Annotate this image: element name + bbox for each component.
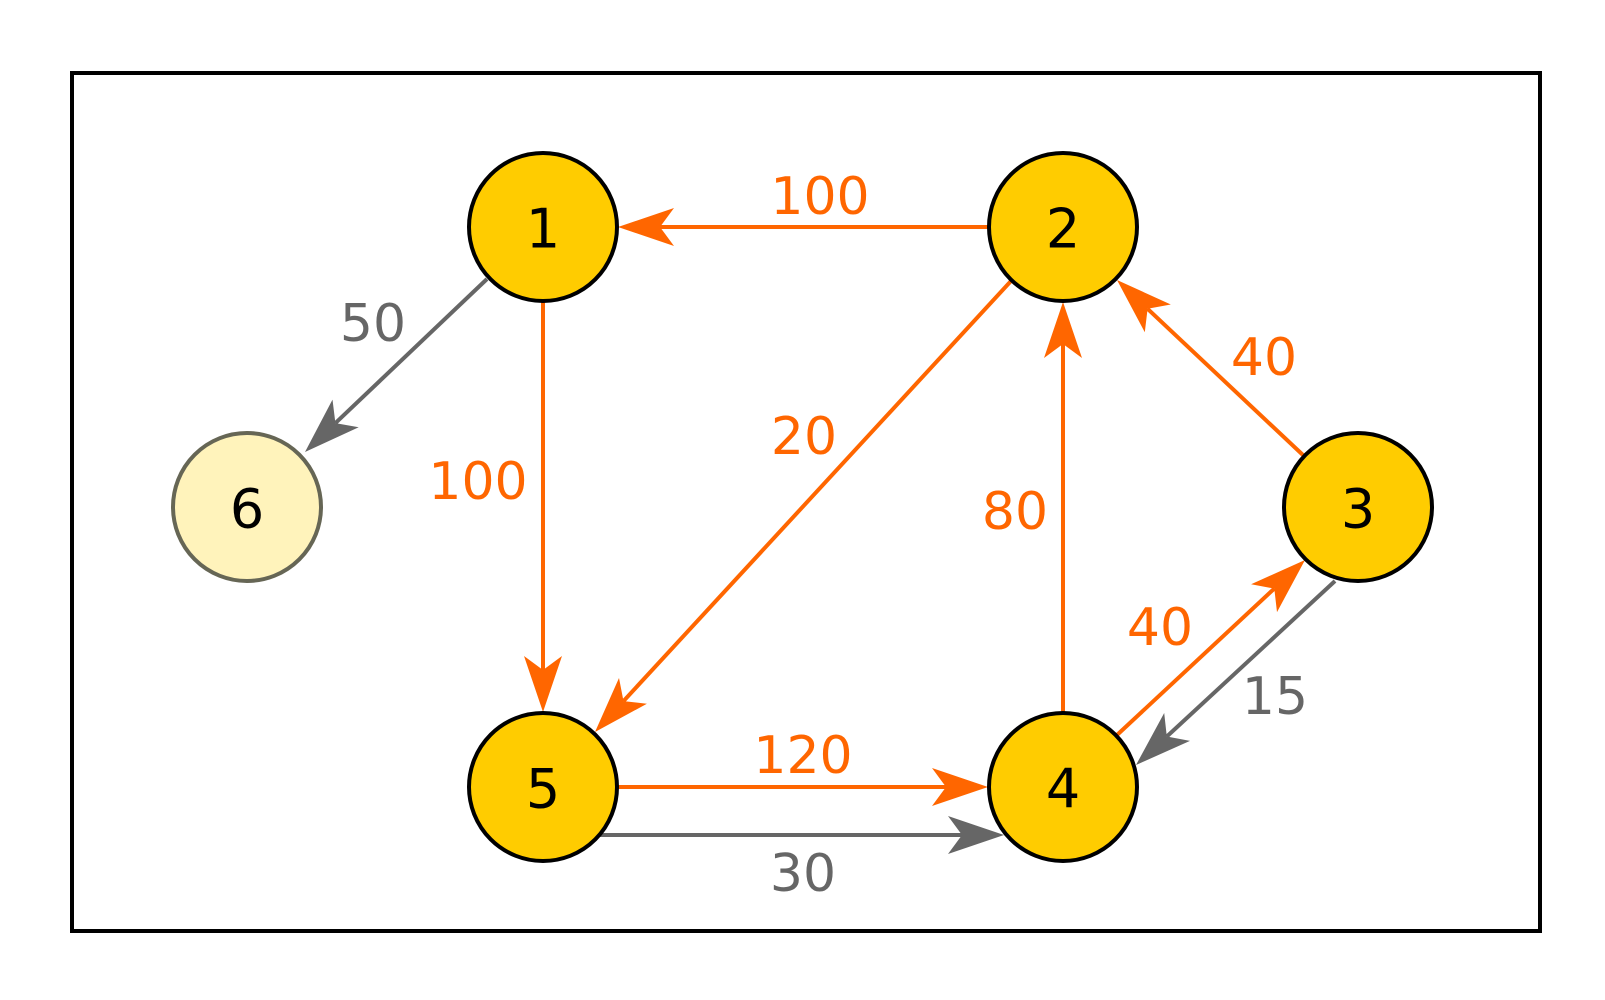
arrowhead-icon [595, 678, 647, 732]
node-circle [987, 151, 1139, 303]
arrowhead-icon [1251, 560, 1305, 613]
edge-4-to-3-highlighted [1115, 560, 1305, 737]
node-label: 6 [230, 478, 264, 541]
edge-weight-label: 100 [428, 452, 527, 512]
arrowhead-icon [524, 656, 562, 712]
node-circle [467, 151, 619, 303]
edges-layer [305, 208, 1337, 854]
node-label: 1 [526, 198, 560, 261]
node-3: 3 [1282, 431, 1434, 583]
node-label: 4 [1046, 758, 1080, 821]
node-6: 6 [171, 431, 323, 583]
node-label: 5 [526, 758, 560, 821]
edge-weight-label: 100 [770, 167, 869, 227]
node-1: 1 [467, 151, 619, 303]
node-label: 3 [1341, 478, 1375, 541]
arrowhead-icon [1136, 713, 1190, 765]
edge-1-to-5-highlighted [524, 302, 562, 712]
edge-4-to-2-highlighted [1044, 302, 1082, 712]
edge-5-to-4-highlighted [618, 768, 988, 806]
arrowhead-icon [1044, 302, 1082, 358]
arrowhead-icon [618, 208, 674, 246]
edge-weight-label: 40 [1231, 328, 1297, 388]
node-circle [1282, 431, 1434, 583]
edge-weight-label: 15 [1242, 667, 1308, 727]
edge-weight-label: 120 [753, 726, 852, 786]
edge-line [622, 279, 1013, 703]
edge-line [1146, 307, 1306, 458]
node-circle [987, 711, 1139, 863]
edge-weight-label: 80 [982, 482, 1048, 542]
node-5: 5 [467, 711, 619, 863]
nodes-layer: 1 2 3 4 5 6 [171, 151, 1434, 863]
edge-3-to-2-highlighted [1117, 280, 1306, 458]
edge-2-to-5-highlighted [595, 279, 1013, 732]
edge-weight-label: 50 [340, 294, 406, 354]
arrowhead-icon [1117, 280, 1171, 333]
edge-line [334, 277, 489, 425]
edge-3-to-4 [1136, 579, 1337, 765]
edge-line [1115, 587, 1276, 737]
edge-weight-label: 40 [1127, 598, 1193, 658]
arrowhead-icon [305, 399, 359, 452]
edge-line [1165, 579, 1337, 738]
node-circle [467, 711, 619, 863]
node-label: 2 [1046, 198, 1080, 261]
edge-weight-label: 20 [771, 407, 837, 467]
arrowhead-icon [948, 816, 1004, 854]
node-4: 4 [987, 711, 1139, 863]
node-circle [171, 431, 323, 583]
arrowhead-icon [932, 768, 988, 806]
edge-1-to-6 [305, 277, 489, 452]
edge-2-to-1-highlighted [618, 208, 988, 246]
edge-5-to-4 [600, 816, 1004, 854]
edge-weight-label: 30 [770, 844, 836, 904]
node-2: 2 [987, 151, 1139, 303]
